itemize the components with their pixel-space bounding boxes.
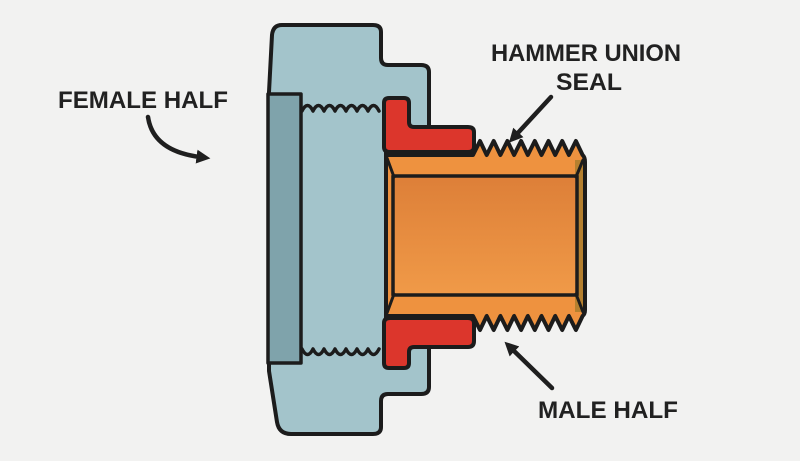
seal-top [382, 96, 476, 154]
male-label-arrow [504, 341, 555, 391]
female-bore-wall [266, 92, 303, 365]
female-label-arrow [145, 114, 211, 164]
thread-line-bottom [300, 347, 381, 357]
male-pipe-edge [575, 160, 583, 312]
male-half-label: MALE HALF [538, 397, 678, 424]
male-face-bevels [385, 156, 585, 315]
seal-label-arrow [508, 94, 554, 143]
female-half-body [267, 23, 431, 436]
female-half-label: FEMALE HALF [58, 87, 228, 114]
male-pipe-face [391, 174, 579, 297]
seal-label-line2: SEAL [556, 69, 622, 96]
seal-label-line1: HAMMER UNION [491, 40, 681, 67]
seal-bottom [382, 316, 476, 370]
thread-line-top [300, 103, 381, 113]
